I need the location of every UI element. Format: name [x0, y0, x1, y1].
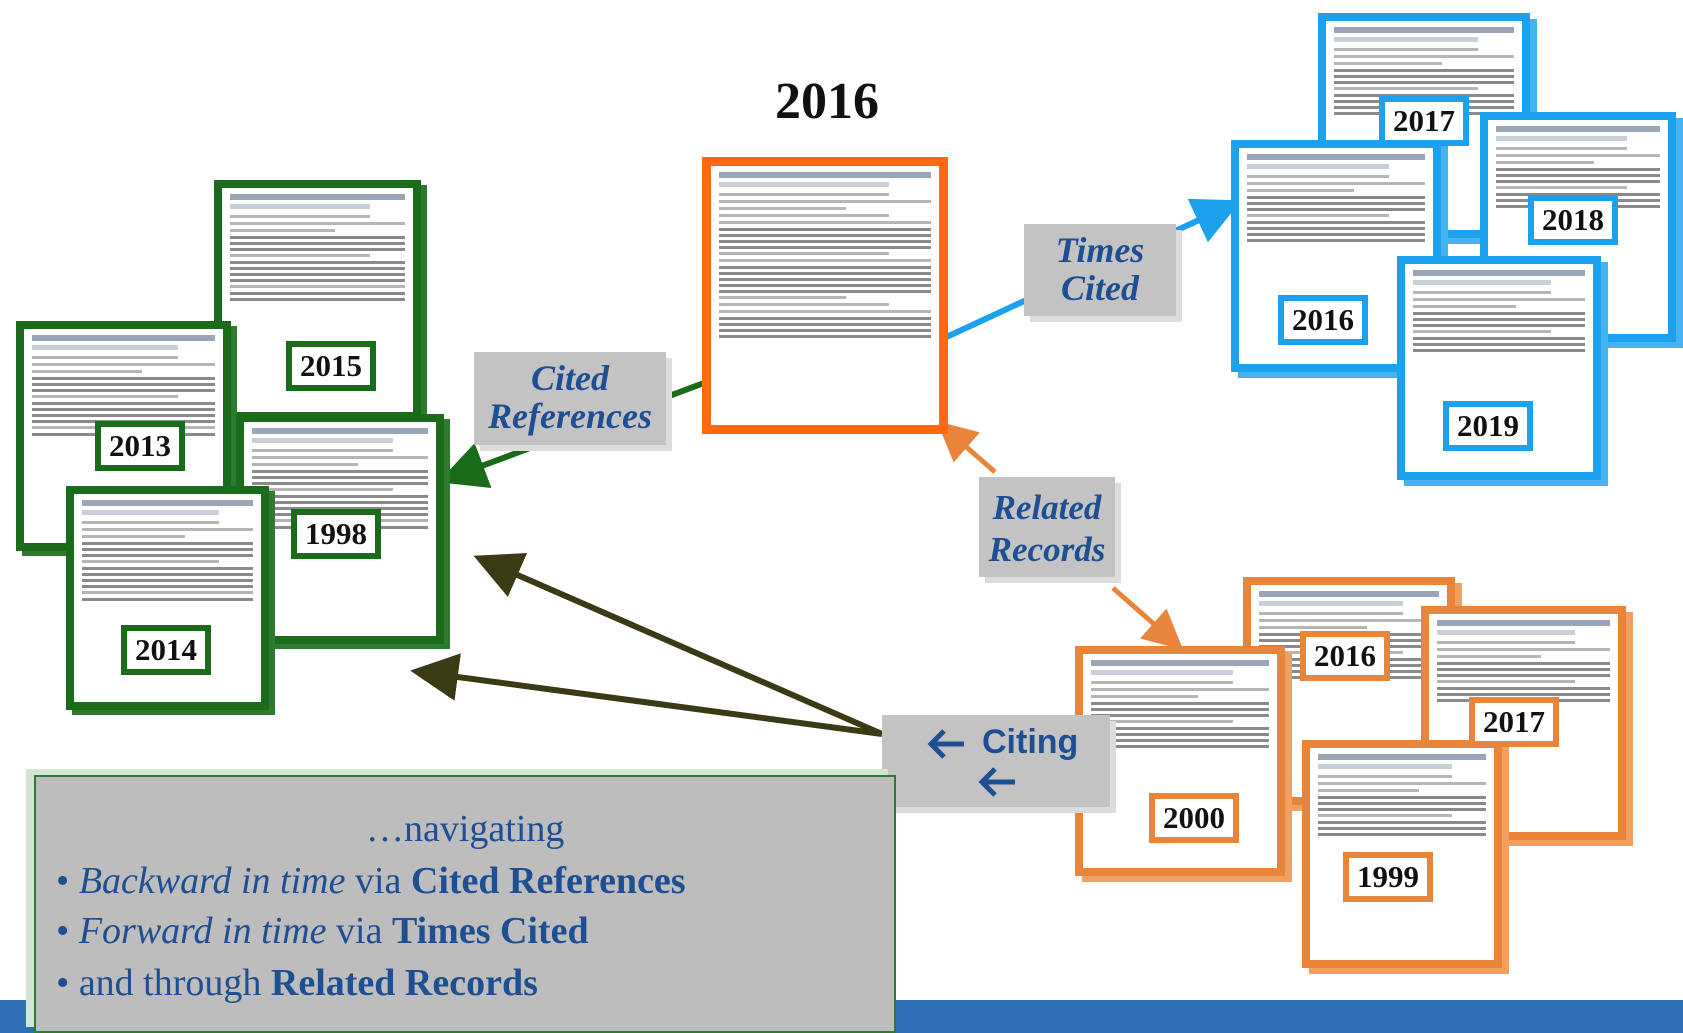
summary-item-related-bold: Related Records	[270, 962, 538, 1004]
related-records-label: Related Records	[979, 477, 1115, 577]
related-records-label-line-2: Records	[988, 530, 1106, 569]
bullet-icon: •	[56, 910, 70, 952]
arrow-left-icon	[927, 729, 964, 759]
page-title: 2016	[775, 73, 879, 130]
times-cited-label-line-1: Times	[1055, 230, 1145, 270]
cited-record-2015-thumbnail	[214, 180, 421, 420]
times-cited-label-line-2: Cited	[1061, 268, 1139, 308]
year-label-2013: 2013	[95, 421, 185, 471]
summary-item-forward-italic: Forward in time	[78, 910, 327, 952]
citing-arrow-upper	[473, 552, 884, 737]
bullet-icon: •	[56, 860, 70, 902]
summary-item-forward: • Forward in time via Times Cited	[56, 909, 589, 953]
citing-label: Citing	[882, 715, 1110, 807]
summary-item-backward: • Backward in time via Cited References	[56, 859, 686, 903]
summary-item-backward-via: via	[354, 860, 402, 902]
summary-item-forward-via: via	[336, 910, 383, 952]
cited-record-2014-thumbnail	[66, 486, 269, 710]
related-records-arrow-down	[1111, 586, 1184, 650]
summary-item-backward-bold: Cited References	[410, 860, 686, 902]
cited-references-label-line-1: Cited	[531, 358, 609, 398]
year-label-2000-orange: 2000	[1149, 793, 1239, 843]
summary-item-related-plain: and through	[78, 962, 262, 1004]
center-record-thumbnail	[702, 157, 948, 434]
summary-item-forward-bold: Times Cited	[391, 910, 589, 952]
cited-references-label: Cited References	[474, 352, 666, 445]
summary-heading: …navigating	[366, 808, 565, 850]
year-label-2019-blue: 2019	[1443, 401, 1533, 451]
citing-label-text: Citing	[982, 723, 1079, 761]
times-cited-label: Times Cited	[1024, 224, 1176, 316]
year-label-2014: 2014	[121, 625, 211, 675]
summary-item-related: • and through Related Records	[56, 961, 538, 1005]
summary-item-backward-italic: Backward in time	[78, 860, 346, 902]
citing-arrow-lower	[410, 653, 883, 737]
cited-references-label-line-2: References	[488, 396, 652, 436]
arrow-left-icon	[978, 767, 1015, 797]
year-label-2017-orange: 2017	[1469, 697, 1559, 747]
related-records-label-line-1: Related	[992, 488, 1102, 527]
year-label-2018-blue: 2018	[1528, 195, 1618, 245]
navigation-summary-box: …navigating • Backward in time via Cited…	[34, 775, 896, 1033]
bullet-icon: •	[56, 962, 70, 1004]
year-label-2017-blue: 2017	[1379, 96, 1469, 146]
related-records-arrow-up	[936, 421, 997, 474]
year-label-2016-orange: 2016	[1300, 631, 1390, 681]
year-label-2016-blue: 2016	[1278, 295, 1368, 345]
year-label-1998: 1998	[291, 509, 381, 559]
year-label-1999-orange: 1999	[1343, 852, 1433, 902]
year-label-2015: 2015	[286, 341, 376, 391]
